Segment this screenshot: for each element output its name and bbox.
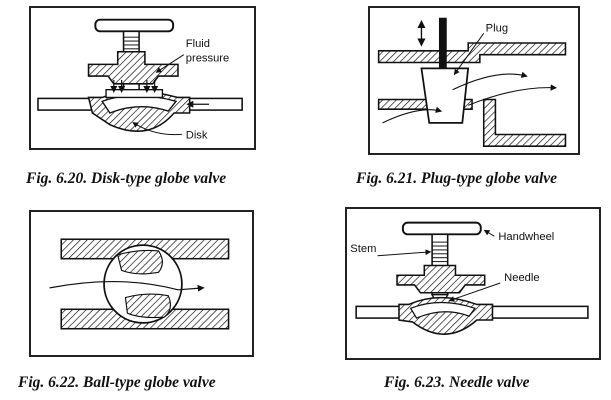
- handwheel-shape-2: [401, 221, 482, 236]
- ball-globe-valve-figure: [29, 210, 254, 357]
- pipe-left: [37, 97, 98, 111]
- flow-arrow: [49, 280, 205, 292]
- pressure-label: pressure: [186, 52, 229, 64]
- caption-fig-6-23: Fig. 6.23. Needle valve: [384, 374, 530, 391]
- bonnet-shape: [87, 50, 179, 85]
- caption-fig-6-21: Fig. 6.21. Plug-type globe valve: [356, 170, 558, 187]
- disk-shape: [105, 88, 164, 99]
- caption-fig-6-22: Fig. 6.22. Ball-type globe valve: [18, 374, 216, 391]
- plug-shape: [420, 67, 470, 124]
- plug-label: Plug: [486, 22, 508, 34]
- needle-valve-drawing: Handwheel Stem Needle: [350, 221, 589, 335]
- needle-valve-figure: Handwheel Stem Needle: [345, 207, 601, 360]
- disk-globe-valve-figure: Fluid pressure Disk: [29, 6, 256, 150]
- fluid-label: Fluid: [186, 38, 210, 50]
- plug-globe-valve-figure: Plug: [368, 6, 580, 155]
- disk-globe-valve-drawing: Fluid pressure Disk: [37, 18, 243, 141]
- plug-stem: [438, 17, 447, 69]
- handwheel-shape: [94, 18, 175, 33]
- caption-fig-6-20: Fig. 6.20. Disk-type globe valve: [26, 170, 227, 187]
- stem-label: Stem: [350, 243, 376, 255]
- disk-label: Disk: [186, 129, 208, 141]
- needle-label: Needle: [504, 272, 539, 284]
- handwheel-label: Handwheel: [498, 231, 554, 243]
- upper-wall-shape: [377, 42, 567, 64]
- bonnet-shape-2: [396, 264, 486, 294]
- pipe-right-2: [483, 305, 589, 319]
- ball-globe-valve-drawing: [49, 238, 230, 330]
- plug-globe-valve-drawing: Plug: [377, 17, 567, 147]
- lower-right-wall: [482, 98, 567, 147]
